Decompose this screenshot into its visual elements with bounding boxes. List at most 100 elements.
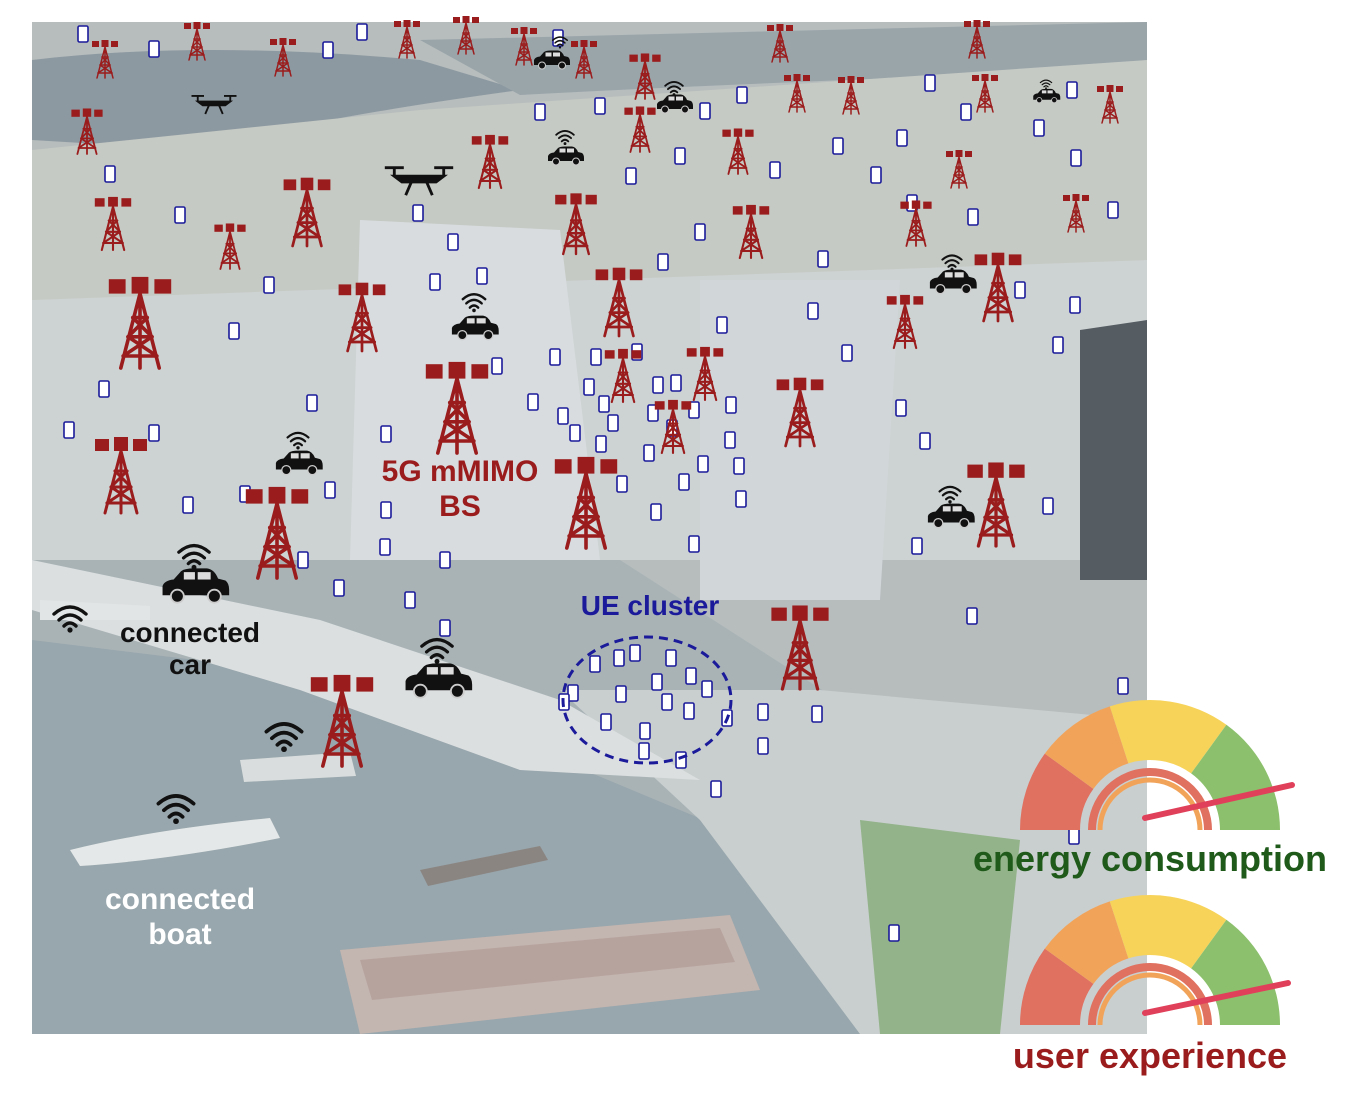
smartphone-icon	[263, 276, 275, 294]
smartphone-icon	[629, 644, 641, 662]
smartphone-icon	[534, 103, 546, 121]
smartphone-icon	[685, 667, 697, 685]
smartphone-icon	[967, 208, 979, 226]
smartphone-icon	[594, 97, 606, 115]
smartphone-icon	[811, 705, 823, 723]
gauge-energy-consumption	[1020, 700, 1295, 830]
smartphone-icon	[870, 166, 882, 184]
smartphone-icon	[651, 673, 663, 691]
smartphone-icon	[725, 396, 737, 414]
base-station-label: 5G mMIMO BS	[360, 455, 560, 524]
smartphone-icon	[297, 551, 309, 569]
smartphone-icon	[429, 273, 441, 291]
smartphone-icon	[607, 414, 619, 432]
smartphone-icon	[98, 380, 110, 398]
base-station-label-line2: BS	[439, 489, 481, 523]
smartphone-icon	[583, 378, 595, 396]
smartphone-icon	[960, 103, 972, 121]
smartphone-icon	[674, 147, 686, 165]
smartphone-icon	[1070, 149, 1082, 167]
smartphone-icon	[615, 685, 627, 703]
ue-cluster-label: UE cluster	[580, 590, 720, 621]
gauge-user-experience	[1020, 895, 1291, 1025]
smartphone-icon	[1052, 336, 1064, 354]
smartphone-icon	[228, 322, 240, 340]
smartphone-icon	[639, 722, 651, 740]
smartphone-icon	[439, 551, 451, 569]
smartphone-icon	[924, 74, 936, 92]
smartphone-icon	[447, 233, 459, 251]
smartphone-icon	[911, 537, 923, 555]
smartphone-icon	[333, 579, 345, 597]
smartphone-icon	[476, 267, 488, 285]
smartphone-icon	[613, 649, 625, 667]
smartphone-icon	[733, 457, 745, 475]
smartphone-icon	[665, 649, 677, 667]
smartphone-icon	[324, 481, 336, 499]
smartphone-icon	[735, 490, 747, 508]
connected-car-label: connected car	[90, 617, 290, 681]
connected-boat-label-line1: connected	[104, 883, 256, 916]
connected-boat-label-line2: boat	[148, 917, 212, 951]
smartphone-icon	[598, 395, 610, 413]
smartphone-icon	[1107, 201, 1119, 219]
smartphone-icon	[1042, 497, 1054, 515]
smartphone-icon	[678, 473, 690, 491]
smartphone-icon	[688, 535, 700, 553]
smartphone-icon	[896, 129, 908, 147]
smartphone-icon	[697, 455, 709, 473]
smartphone-icon	[769, 161, 781, 179]
smartphone-icon	[63, 421, 75, 439]
smartphone-icon	[412, 204, 424, 222]
smartphone-icon	[841, 344, 853, 362]
smartphone-icon	[148, 40, 160, 58]
smartphone-icon	[817, 250, 829, 268]
smartphone-icon	[380, 425, 392, 443]
smartphone-icon	[832, 137, 844, 155]
gauge-needle	[1142, 980, 1291, 1016]
base-station-label-line1: 5G mMIMO	[381, 455, 539, 488]
smartphone-icon	[557, 407, 569, 425]
smartphone-icon	[716, 316, 728, 334]
smartphone-icon	[1069, 296, 1081, 314]
smartphone-icon	[104, 165, 116, 183]
smartphone-icon	[699, 102, 711, 120]
smartphone-icon	[650, 503, 662, 521]
smartphone-icon	[736, 86, 748, 104]
smartphone-icon	[724, 431, 736, 449]
connected-car-label-line2: car	[168, 649, 212, 681]
ue-cluster-boundary	[561, 635, 733, 765]
smartphone-icon	[439, 619, 451, 637]
smartphone-icon	[1014, 281, 1026, 299]
gauge-needle	[1142, 782, 1295, 821]
smartphone-icon	[174, 206, 186, 224]
smartphone-icon	[895, 399, 907, 417]
smartphone-icon	[589, 655, 601, 673]
connected-car-label-line1: connected	[119, 617, 261, 648]
smartphone-icon	[569, 424, 581, 442]
smartphone-icon	[675, 751, 687, 769]
smartphone-icon	[590, 348, 602, 366]
smartphone-icon	[919, 432, 931, 450]
smartphone-icon	[757, 737, 769, 755]
smartphone-icon	[491, 357, 503, 375]
smartphone-icon	[638, 742, 650, 760]
smartphone-icon	[182, 496, 194, 514]
smartphone-icon	[1033, 119, 1045, 137]
smartphone-icon	[966, 607, 978, 625]
smartphone-icon	[710, 780, 722, 798]
connected-boat-label: connected boat	[80, 883, 280, 952]
smartphone-icon	[616, 475, 628, 493]
smartphone-icon	[356, 23, 368, 41]
smartphone-icon	[888, 924, 900, 942]
smartphone-icon	[661, 693, 673, 711]
energy-consumption-label: energy consumption	[972, 838, 1328, 879]
smartphone-icon	[549, 348, 561, 366]
user-experience-label: user experience	[1012, 1035, 1288, 1076]
city-background	[32, 22, 1147, 1034]
smartphone-icon	[652, 376, 664, 394]
smartphone-icon	[379, 538, 391, 556]
smartphone-icon	[683, 702, 695, 720]
smartphone-icon	[77, 25, 89, 43]
